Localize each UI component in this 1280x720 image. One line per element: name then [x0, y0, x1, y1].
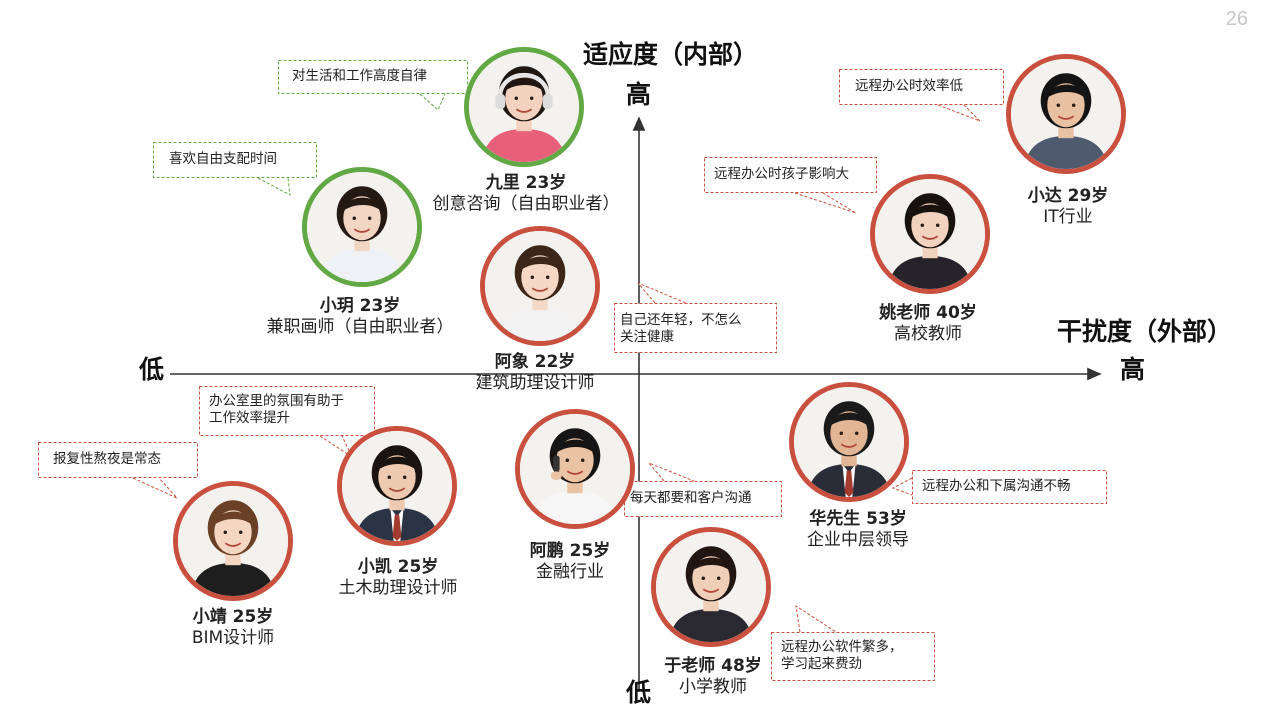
bubble-text-line: 关注健康: [620, 328, 674, 345]
bubble-text-line: 学习起来费劲: [781, 655, 862, 672]
woman-smiling-portrait: [302, 167, 422, 287]
person-name: 小靖 25岁: [192, 607, 274, 627]
speech-bubble-xiaojing: 报复性熬夜是常态: [38, 442, 198, 499]
person-role: 企业中层领导: [807, 530, 909, 551]
speech-bubble-jiuli: 对生活和工作高度自律: [278, 60, 468, 111]
person-name: 小达 29岁: [1027, 186, 1109, 206]
woman-professional-portrait: [870, 174, 990, 294]
speech-bubble-axiang: 自己还年轻，不怎么关注健康: [614, 282, 777, 353]
woman-teacher-portrait: [651, 527, 771, 647]
person-role: 高校教师: [893, 324, 962, 345]
person-name: 阿鹏 25岁: [529, 541, 611, 561]
speech-bubble-yao: 远程办公时孩子影响大: [704, 157, 877, 214]
person-label-hua: 华先生 53岁 企业中层领导: [807, 509, 909, 552]
person-label-yao: 姚老师 40岁 高校教师: [879, 303, 977, 346]
person-name: 华先生 53岁: [809, 509, 907, 529]
woman-long-hair-portrait: [173, 481, 293, 601]
speech-bubble-xiaokai: 办公室里的氛围有助于工作效率提升: [199, 386, 375, 459]
person-role: 金融行业: [535, 562, 604, 583]
page-number: 26: [1225, 8, 1248, 30]
person-name: 于老师 48岁: [664, 656, 762, 676]
speech-bubble-hua: 远程办公和下属沟通不畅: [891, 470, 1107, 504]
man-suit-portrait: [337, 426, 457, 546]
bubble-text-line: 喜欢自由支配时间: [169, 151, 277, 167]
bubble-text-line: 每天都要和客户沟通: [630, 490, 752, 506]
bubble-text-line: 自己还年轻，不怎么: [620, 312, 742, 328]
person-role: 创意咨询（自由职业者）: [432, 194, 620, 215]
speech-bubble-yu: 远程办公软件繁多，学习起来费劲: [771, 604, 935, 681]
man-phone-portrait: [515, 409, 635, 529]
bubble-text-line: 工作效率提升: [209, 409, 290, 426]
person-label-axiang: 阿象 22岁 建筑助理设计师: [476, 352, 595, 395]
y-axis-title: 适应度（内部）: [583, 40, 759, 69]
speech-bubble-xiaoyue: 喜欢自由支配时间: [153, 142, 317, 196]
bubble-text-line: 远程办公和下属沟通不畅: [922, 478, 1071, 494]
bubble-text-line: 对生活和工作高度自律: [292, 68, 427, 84]
person-label-xiaokai: 小凯 25岁 土木助理设计师: [339, 557, 458, 600]
person-name: 小凯 25岁: [357, 557, 439, 577]
x-axis-high-label: 高: [1120, 355, 1146, 384]
person-role: 兼职画师（自由职业者）: [266, 317, 454, 338]
bubble-text-line: 远程办公时孩子影响大: [714, 166, 849, 182]
person-role: 土木助理设计师: [338, 578, 458, 599]
person-role: IT行业: [1043, 207, 1093, 228]
person-name: 阿象 22岁: [494, 352, 576, 372]
person-label-xiaoyue: 小玥 23岁 兼职画师（自由职业者）: [267, 296, 454, 339]
y-axis-low-label: 低: [626, 678, 652, 707]
person-name: 小玥 23岁: [319, 296, 401, 316]
person-role: 建筑助理设计师: [475, 373, 595, 394]
bubble-text-line: 办公室里的氛围有助于: [209, 393, 344, 409]
person-label-jiuli: 九里 23岁 创意咨询（自由职业者）: [433, 173, 620, 216]
bubble-text-line: 远程办公软件繁多，: [781, 639, 903, 655]
person-label-xiaojing: 小靖 25岁 BIM设计师: [192, 607, 274, 650]
x-axis-title: 干扰度（外部）: [1057, 317, 1233, 346]
bubble-text-line: 远程办公时效率低: [855, 78, 963, 94]
woman-portrait: [480, 226, 600, 346]
person-role: 小学教师: [678, 677, 747, 698]
person-label-yu: 于老师 48岁 小学教师: [664, 656, 762, 699]
person-name: 姚老师 40岁: [879, 303, 977, 323]
person-role: BIM设计师: [191, 628, 275, 649]
person-name: 九里 23岁: [485, 173, 567, 193]
speech-bubble-xiaoda: 远程办公时效率低: [839, 69, 1004, 122]
x-axis-low-label: 低: [139, 355, 165, 384]
woman-headphones-portrait: [464, 47, 584, 167]
speech-bubble-apeng: 每天都要和客户沟通: [624, 462, 782, 517]
bubble-text-line: 报复性熬夜是常态: [53, 451, 161, 467]
senior-man-portrait: [789, 382, 909, 502]
man-portrait: [1006, 54, 1126, 174]
person-label-apeng: 阿鹏 25岁 金融行业: [530, 541, 611, 584]
y-axis-high-label: 高: [626, 80, 652, 109]
person-label-xiaoda: 小达 29岁 IT行业: [1028, 186, 1109, 229]
